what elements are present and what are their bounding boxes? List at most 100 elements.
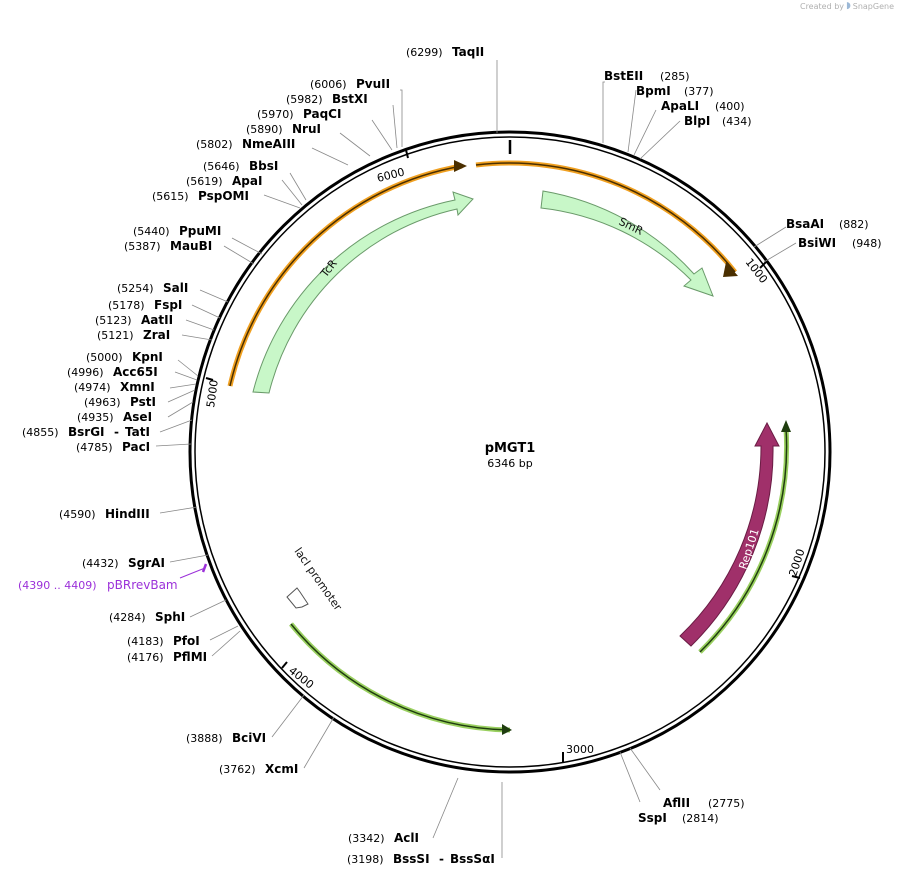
- enzyme-pos-sphi: (4284): [109, 611, 146, 624]
- enzyme-name-bsteii[interactable]: BstEII: [604, 69, 643, 83]
- enzyme-name-nmeaiii[interactable]: NmeAIII: [242, 137, 295, 151]
- enzyme-pos-bsteii: (285): [660, 70, 690, 83]
- enzyme-name-xmni[interactable]: XmnI: [120, 380, 155, 394]
- enzyme-name-kpni[interactable]: KpnI: [132, 350, 163, 364]
- enzyme-name-aatii[interactable]: AatII: [141, 313, 173, 327]
- enzyme-name-tati[interactable]: TatI: [125, 425, 150, 439]
- enzyme-name-bbsi[interactable]: BbsI: [249, 159, 278, 173]
- enzyme-name-pspomi[interactable]: PspOMI: [198, 189, 249, 203]
- enzyme-name-zrai[interactable]: ZraI: [143, 328, 170, 342]
- enzyme-name-bsrgi[interactable]: BsrGI: [68, 425, 105, 439]
- enzyme-pos-xcmi: (3762): [219, 763, 256, 776]
- enzyme-name-bsaai[interactable]: BsaAI: [786, 217, 824, 231]
- orf-arrow-tcr: [454, 160, 467, 172]
- enzyme-pos-hindiii: (4590): [59, 508, 96, 521]
- enzyme-pos-apai: (5619): [186, 175, 223, 188]
- snapgene-logo-icon: ◗: [846, 1, 851, 11]
- enzyme-name-fspi[interactable]: FspI: [154, 298, 182, 312]
- enzyme-pos-bsaai: (882): [839, 218, 869, 231]
- enzyme-pos-xmni: (4974): [74, 381, 111, 394]
- enzyme-pos-apali: (400): [715, 100, 745, 113]
- enzyme-pos-pspomi: (5615): [152, 190, 189, 203]
- enzyme-name-sali[interactable]: SalI: [163, 281, 188, 295]
- primer-leader: [179, 567, 206, 579]
- feature-laci-promoter[interactable]: [286, 587, 309, 609]
- credit-brand: SnapGene: [852, 1, 894, 11]
- enzyme-name-hindiii[interactable]: HindIII: [105, 507, 150, 521]
- orf-arrow-laci: [502, 724, 512, 735]
- enzyme-name-bcivi[interactable]: BciVI: [232, 731, 266, 745]
- plasmid-length: 6346 bp: [487, 457, 532, 470]
- enzyme-name-acli[interactable]: AclI: [394, 831, 419, 845]
- enzyme-pos-zrai: (5121): [97, 329, 134, 342]
- primer-range: (4390 .. 4409): [18, 579, 97, 592]
- backbone-inner: [194, 136, 826, 768]
- enzyme-pos-bsrgi: (4855): [22, 426, 59, 439]
- enzyme-name-psti[interactable]: PstI: [130, 395, 156, 409]
- enzyme-name-blpi[interactable]: BlpI: [684, 114, 710, 128]
- scale-ticks: 1000 2000 3000 4000 5000 6000: [204, 149, 808, 762]
- enzyme-name-taqii[interactable]: TaqII: [452, 45, 484, 59]
- enzyme-pos-sgrai: (4432): [82, 557, 119, 570]
- enzyme-pos-bbsi: (5646): [203, 160, 240, 173]
- enzyme-name-apali[interactable]: ApaLI: [661, 99, 699, 113]
- enzyme-leaders: [155, 60, 797, 858]
- orf-arc-tcr: [227, 163, 463, 387]
- enzyme-pos-sspi: (2814): [682, 812, 719, 825]
- enzyme-pos-acc65i: (4996): [67, 366, 104, 379]
- primer-name[interactable]: pBRrevBam: [107, 578, 178, 592]
- enzyme-pos-bsssi: (3198): [347, 853, 384, 866]
- enzyme-name-apai[interactable]: ApaI: [232, 174, 262, 188]
- orf-arrow-rep: [781, 420, 791, 432]
- enzyme-pos-acli: (3342): [348, 832, 385, 845]
- snapgene-credit: Created by ◗ SnapGene: [800, 1, 894, 11]
- enzyme-pos-paqci: (5970): [257, 108, 294, 121]
- enzyme-name-pfoi[interactable]: PfoI: [173, 634, 200, 648]
- orf-arrow-smr: [723, 262, 738, 277]
- enzyme-name-sspi[interactable]: SspI: [638, 811, 667, 825]
- enzyme-name-paqci[interactable]: PaqCI: [303, 107, 341, 121]
- enzyme-name-bpmi[interactable]: BpmI: [636, 84, 671, 98]
- feature-rep101[interactable]: [679, 421, 780, 647]
- enzyme-name-bsiwi[interactable]: BsiWI: [798, 236, 836, 250]
- enzyme-pos-taqii: (6299): [406, 46, 443, 59]
- enzyme-name-pflmi[interactable]: PflMI: [173, 650, 207, 664]
- feature-tcr[interactable]: [252, 191, 474, 394]
- enzyme-name-bstxi[interactable]: BstXI: [332, 92, 368, 106]
- enzyme-pos-bcivi: (3888): [186, 732, 223, 745]
- enzyme-name-nrui[interactable]: NruI: [292, 122, 321, 136]
- enzyme-name-aflii[interactable]: AflII: [663, 796, 690, 810]
- enzyme-pos-maubi: (5387): [124, 240, 161, 253]
- enzyme-name-xcmi[interactable]: XcmI: [265, 762, 298, 776]
- enzyme-pos-ppumi: (5440): [133, 225, 170, 238]
- enzyme-pos-aatii: (5123): [95, 314, 132, 327]
- enzyme-name-asei[interactable]: AseI: [123, 410, 152, 424]
- plasmid-name: pMGT1: [485, 441, 536, 456]
- enzyme-name-maubi[interactable]: MauBI: [170, 239, 212, 253]
- enzyme-name-pvuii[interactable]: PvuII: [356, 77, 390, 91]
- feature-smr[interactable]: [540, 190, 714, 297]
- tick-5000: 5000: [204, 379, 221, 409]
- enzyme-name-sgrai[interactable]: SgrAI: [128, 556, 165, 570]
- enzyme-name-ppumi[interactable]: PpuMI: [179, 224, 221, 238]
- enzyme-separator-bsssi: -: [439, 852, 444, 866]
- enzyme-name-bsssai[interactable]: BssSαI: [450, 852, 495, 866]
- enzyme-pos-bsiwi: (948): [852, 237, 882, 250]
- enzyme-pos-sali: (5254): [117, 282, 154, 295]
- enzyme-name-sphi[interactable]: SphI: [155, 610, 185, 624]
- enzyme-pos-bstxi: (5982): [286, 93, 323, 106]
- tick-3000: 3000: [566, 743, 594, 756]
- enzyme-name-acc65i[interactable]: Acc65I: [113, 365, 158, 379]
- enzyme-name-bsssi[interactable]: BssSI: [393, 852, 430, 866]
- enzyme-separator-bsrgi: -: [114, 425, 119, 439]
- enzyme-name-paci[interactable]: PacI: [122, 440, 150, 454]
- credit-prefix: Created by: [799, 1, 844, 11]
- enzyme-pos-fspi: (5178): [108, 299, 145, 312]
- enzyme-pos-bpmi: (377): [684, 85, 714, 98]
- enzyme-pos-pvuii: (6006): [310, 78, 347, 91]
- enzyme-labels: (6299) TaqII (6006) PvuII (5982) BstXI (…: [18, 45, 882, 866]
- enzyme-pos-asei: (4935): [77, 411, 114, 424]
- enzyme-pos-aflii: (2775): [708, 797, 745, 810]
- enzyme-pos-psti: (4963): [84, 396, 121, 409]
